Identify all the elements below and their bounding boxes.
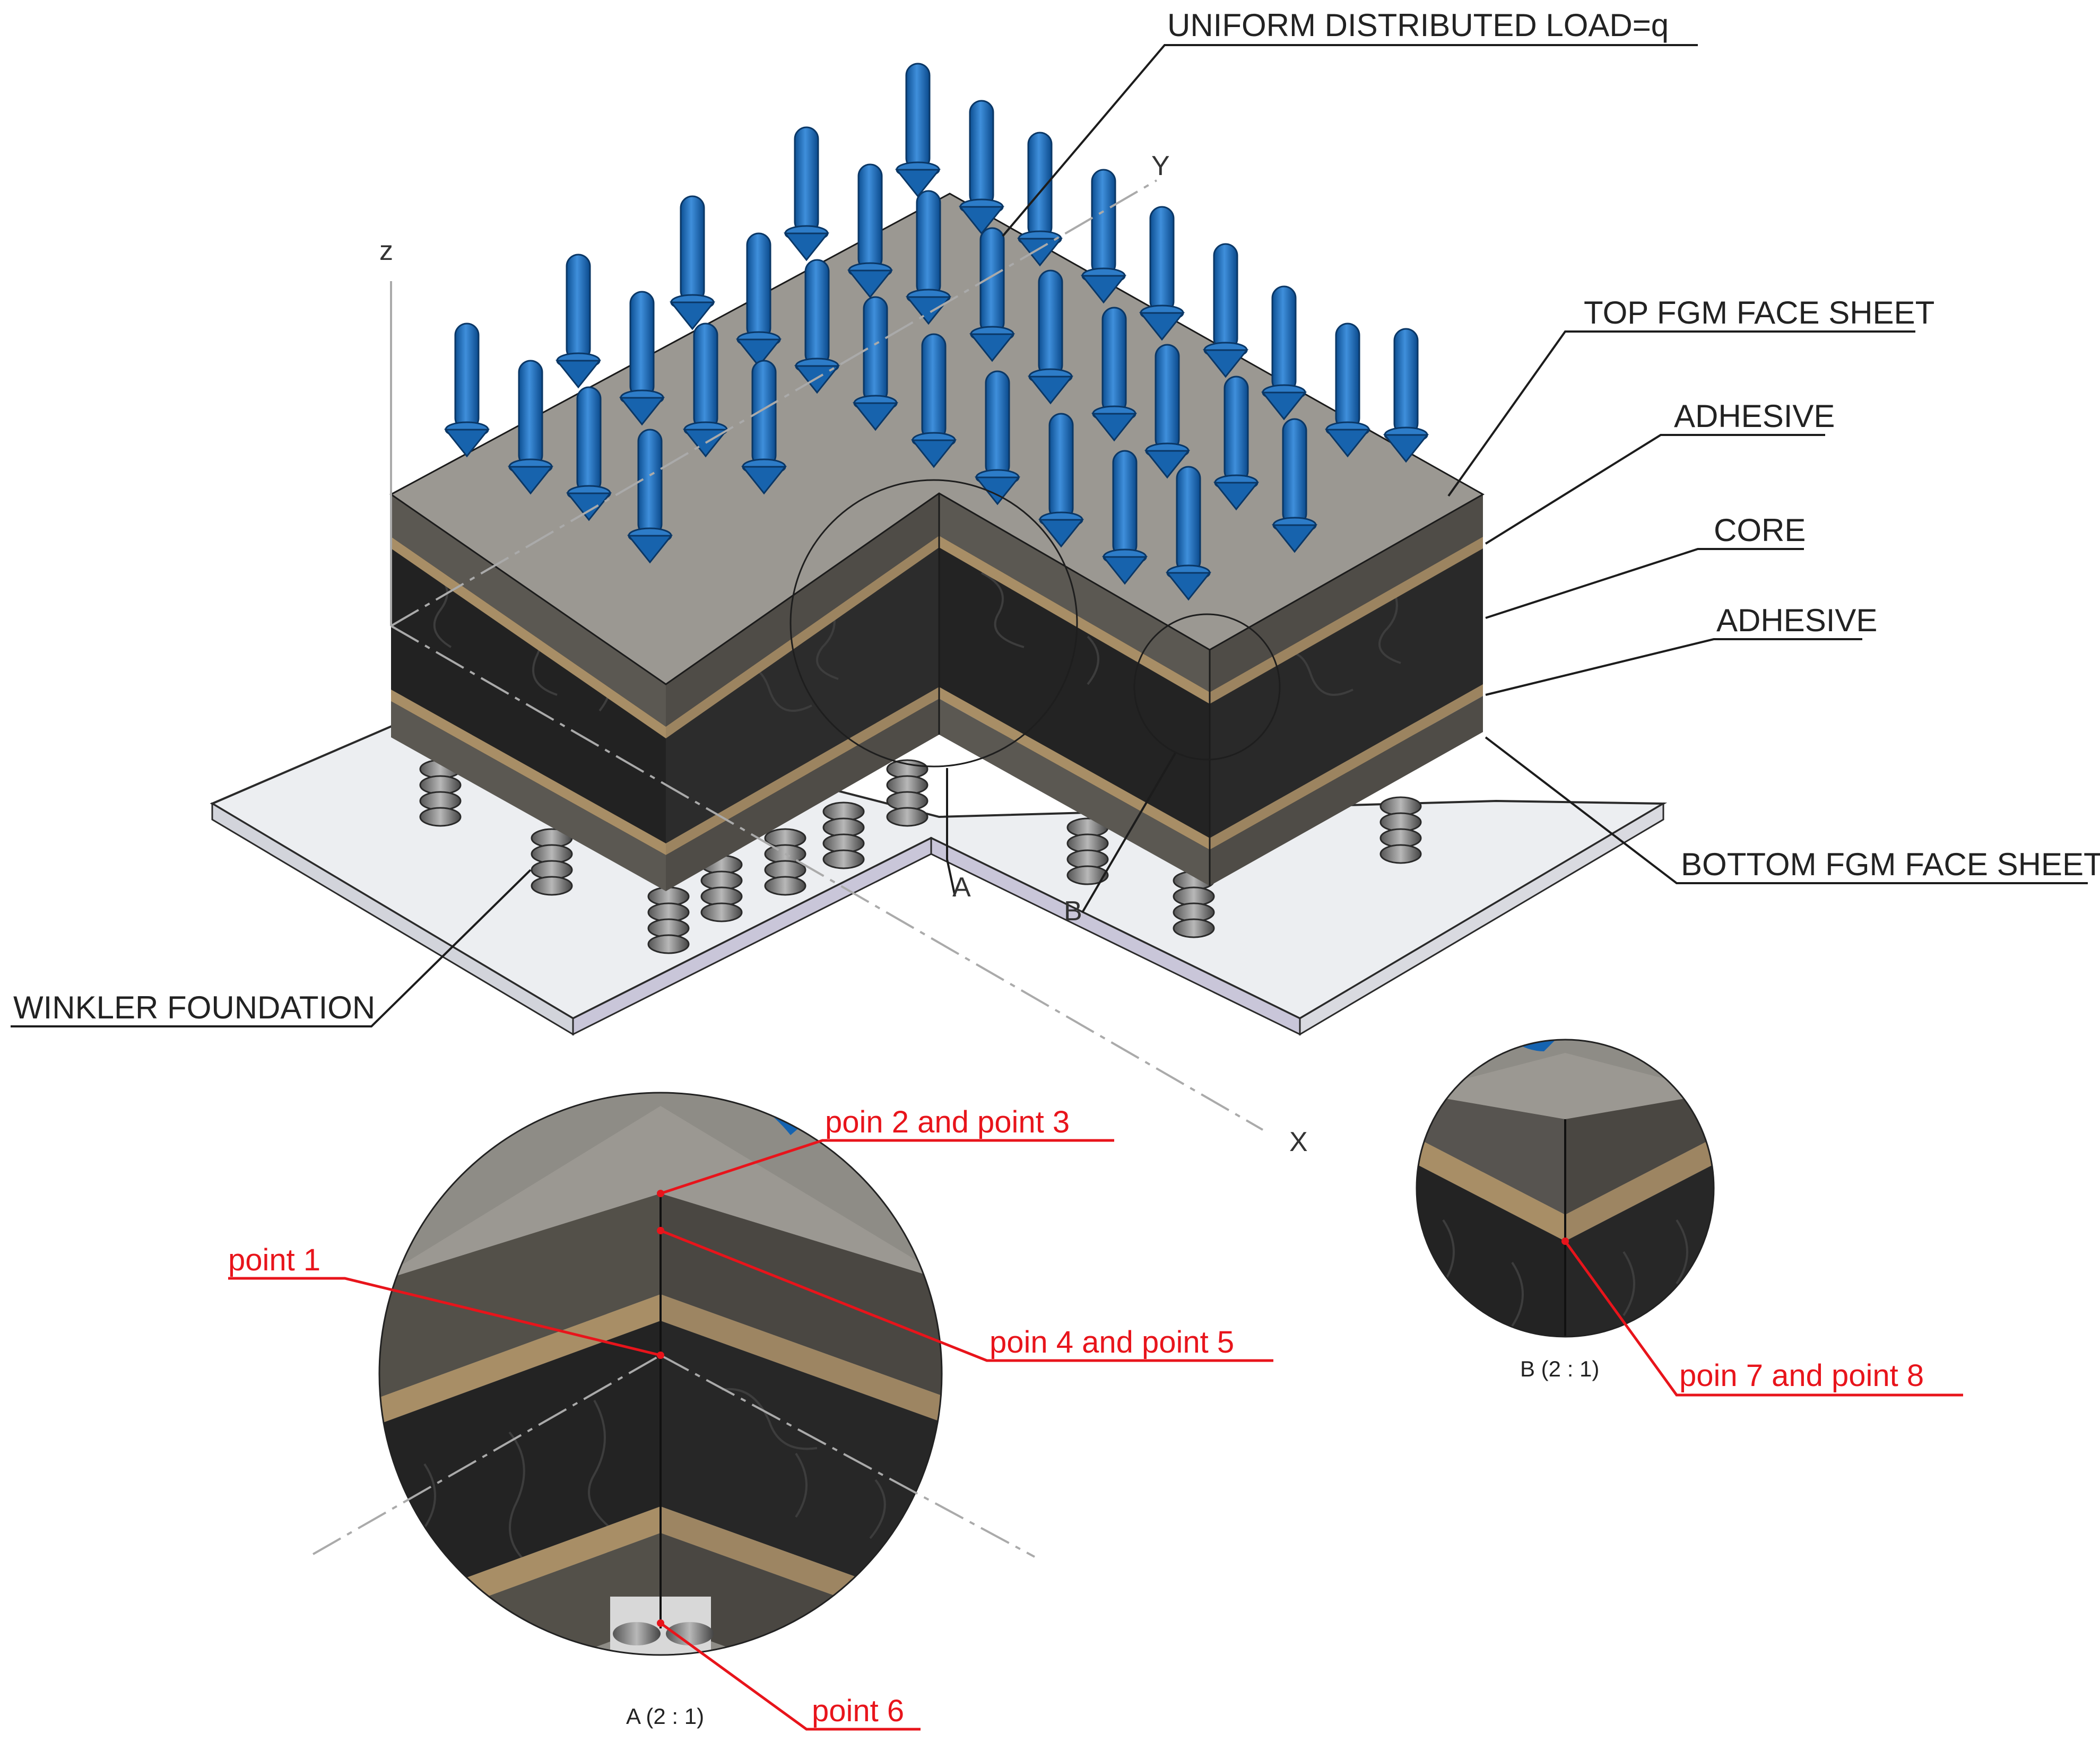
callout-load: UNIFORM DISTRIBUTED LOAD=q xyxy=(1002,7,1698,237)
detail-a-caption: A (2 : 1) xyxy=(626,1704,704,1729)
z-axis-label: z xyxy=(379,236,393,266)
label-point78: poin 7 and point 8 xyxy=(1679,1358,1924,1393)
callout-bottom-face: BOTTOM FGM FACE SHEET xyxy=(1485,736,2100,884)
callout-top-face: TOP FGM FACE SHEET xyxy=(1447,295,1934,497)
label-point23: poin 2 and point 3 xyxy=(825,1105,1070,1139)
detail-b-caption: B (2 : 1) xyxy=(1520,1356,1599,1381)
label-top-face: TOP FGM FACE SHEET xyxy=(1584,295,1934,330)
axes: X Y z xyxy=(379,151,1308,1157)
label-adhesive-bottom: ADHESIVE xyxy=(1716,603,1877,638)
callout-adhesive-bottom: ADHESIVE xyxy=(1485,603,1877,696)
label-winkler: WINKLER FOUNDATION xyxy=(13,990,375,1025)
section-mark-b: B xyxy=(1064,896,1082,927)
callout-adhesive-top: ADHESIVE xyxy=(1485,398,1835,545)
label-core: CORE xyxy=(1714,512,1806,548)
label-load: UNIFORM DISTRIBUTED LOAD=q xyxy=(1167,7,1669,43)
callout-winkler: WINKLER FOUNDATION xyxy=(11,869,532,1027)
label-adhesive-top: ADHESIVE xyxy=(1674,398,1835,434)
callout-core: CORE xyxy=(1485,512,1806,619)
detail-markers: A B xyxy=(789,479,1281,927)
label-point1: point 1 xyxy=(228,1243,320,1277)
section-mark-a: A xyxy=(952,872,971,903)
detail-b-annotations: poin 7 and point 8 xyxy=(1564,1240,1963,1397)
label-bottom-face: BOTTOM FGM FACE SHEET xyxy=(1681,847,2100,882)
y-axis-label: Y xyxy=(1151,151,1170,181)
label-point45: poin 4 and point 5 xyxy=(990,1325,1234,1359)
label-point6: point 6 xyxy=(812,1694,904,1728)
detail-b-view: B (2 : 1) xyxy=(1416,1039,1715,1381)
x-axis-label: X xyxy=(1289,1127,1308,1157)
detail-a-annotations: poin 2 and point 3 point 1 poin 4 and po… xyxy=(228,1105,1273,1731)
